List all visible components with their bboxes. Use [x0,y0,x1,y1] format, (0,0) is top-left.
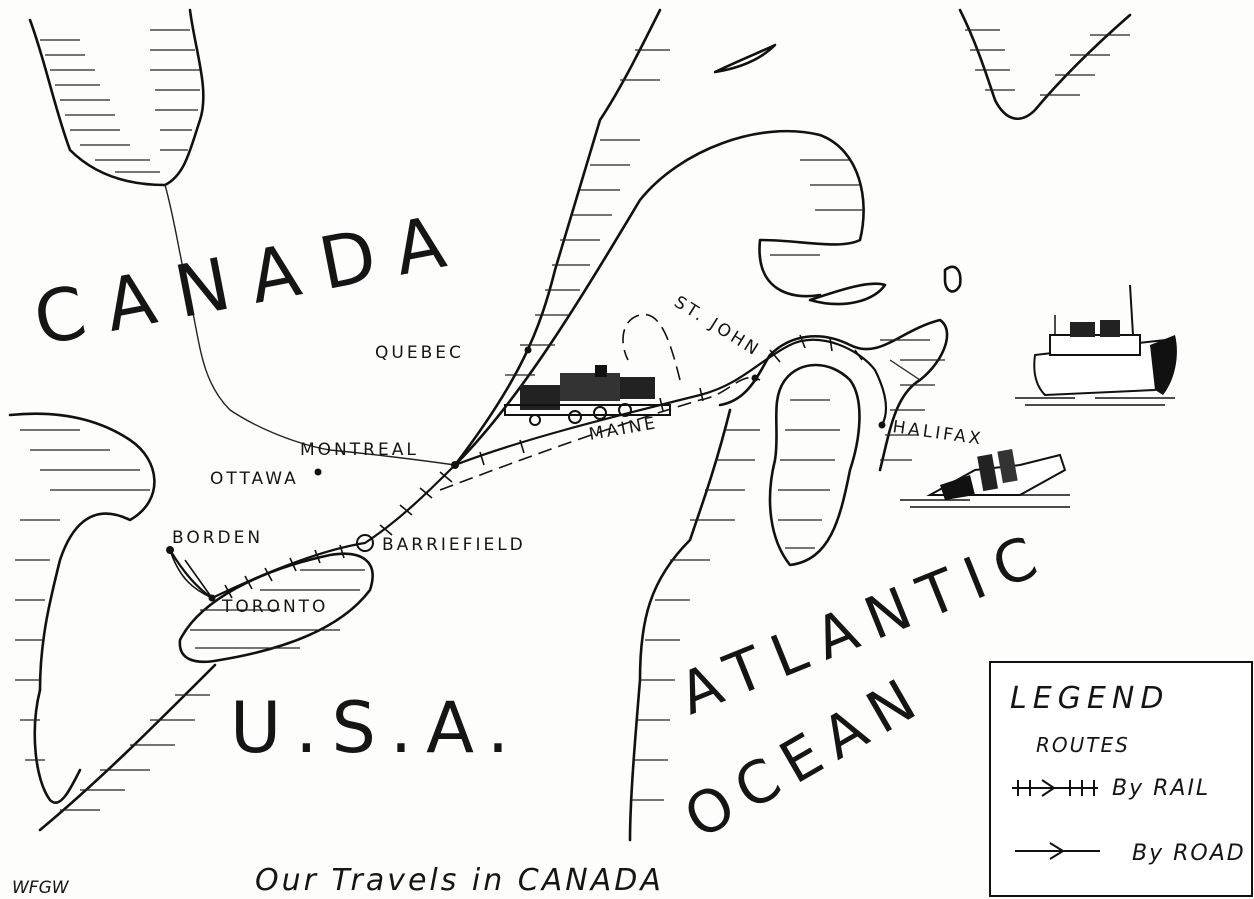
legend-road-symbol [1015,842,1100,860]
legend-rail-symbol [1012,779,1098,797]
sinking-ship-icon [900,449,1070,508]
label-ottawa: OTTAWA [210,469,299,489]
label-barriefield: BARRIEFIELD [382,535,526,555]
maritimes-coast [718,318,949,567]
map-title: Our Travels in CANADA [255,863,664,898]
st-lawrence-coast [453,8,962,467]
label-borden: BORDEN [172,528,263,548]
legend-routes-label: ROUTES [1036,733,1130,757]
legend-title: LEGEND [1010,681,1169,716]
label-st-john: ST. JOHN [670,292,764,361]
international-border [164,184,456,466]
label-quebec: QUEBEC [375,343,464,363]
legend-box [989,661,1253,897]
artist-signature: WFGW [12,878,70,898]
legend-rail-label: By RAIL [1112,776,1210,801]
region-usa: U.S.A. [230,687,523,769]
legend-road-label: By ROAD [1132,841,1246,866]
label-halifax: HALIFAX [891,417,984,450]
greenland-coast [713,8,1132,120]
label-montreal: MONTREAL [300,440,419,460]
barriefield-marker [356,534,374,552]
city-markers [166,346,886,602]
hudson-bay-coast [28,8,205,187]
steam-train-icon [504,365,671,426]
label-toronto: TORONTO [221,597,328,617]
road-route [439,313,761,491]
great-lakes [8,412,374,832]
us-east-coast [628,408,760,842]
rail-route [169,334,888,600]
passenger-ship-icon [1015,284,1177,406]
region-canada: CANADA [27,196,473,362]
